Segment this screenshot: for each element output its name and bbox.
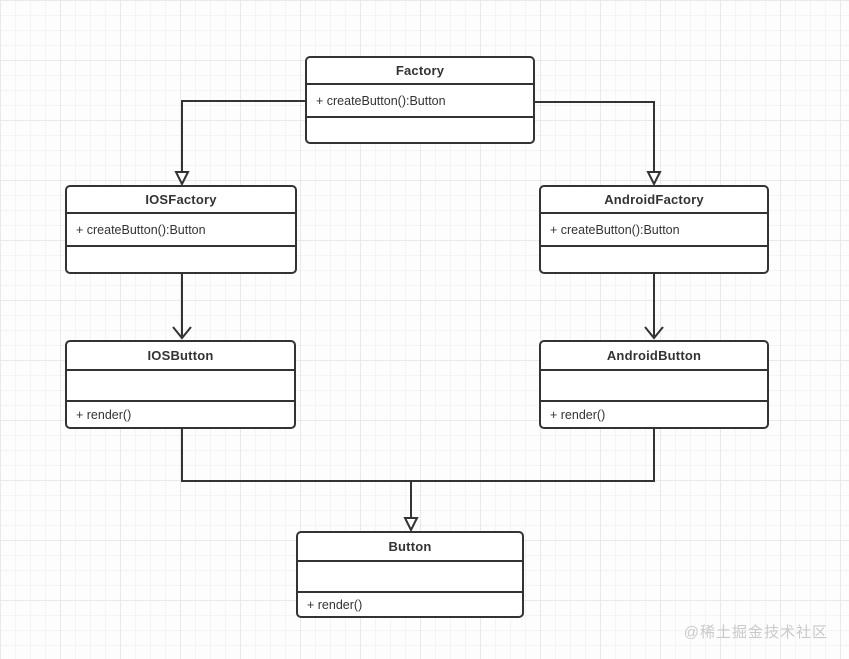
- class-method: + createButton():Button: [541, 212, 767, 245]
- class-title: Factory: [395, 63, 445, 78]
- class-box-button: Button + render(): [296, 531, 524, 618]
- empty-compartment: [67, 369, 294, 400]
- class-title: AndroidButton: [606, 348, 702, 363]
- open-v-arrowhead-androidbutton: [644, 326, 664, 340]
- edge-factory-to-androidfactory: [535, 101, 655, 172]
- class-box-factory: Factory + createButton():Button: [305, 56, 535, 144]
- class-method: + render(): [298, 591, 522, 616]
- empty-compartment: [307, 116, 533, 142]
- class-box-iosbutton: IOSButton + render(): [65, 340, 296, 429]
- class-title: AndroidFactory: [604, 192, 704, 207]
- class-title: IOSFactory: [145, 192, 217, 207]
- class-title: IOSButton: [147, 348, 214, 363]
- edge-androidbutton-to-button: [411, 429, 655, 482]
- class-method: + render(): [541, 400, 767, 427]
- hollow-triangle-arrowhead-androidfactory: [646, 171, 662, 187]
- empty-compartment: [541, 369, 767, 400]
- open-v-arrowhead-iosbutton: [172, 326, 192, 340]
- class-box-iosfactory: IOSFactory + createButton():Button: [65, 185, 297, 274]
- hollow-triangle-arrowhead-button: [403, 517, 419, 533]
- juejin-watermark: @稀土掘金技术社区: [683, 624, 828, 641]
- edge-iosbutton-to-button: [181, 429, 411, 482]
- class-box-androidbutton: AndroidButton + render(): [539, 340, 769, 429]
- class-title: Button: [388, 539, 432, 554]
- class-method: + createButton():Button: [307, 83, 533, 116]
- class-method: + render(): [67, 400, 294, 427]
- empty-compartment: [67, 245, 295, 272]
- edge-factory-to-iosfactory: [181, 100, 305, 172]
- empty-compartment: [541, 245, 767, 272]
- hollow-triangle-arrowhead-iosfactory: [174, 171, 190, 187]
- class-method: + createButton():Button: [67, 212, 295, 245]
- empty-compartment: [298, 560, 522, 591]
- class-box-androidfactory: AndroidFactory + createButton():Button: [539, 185, 769, 274]
